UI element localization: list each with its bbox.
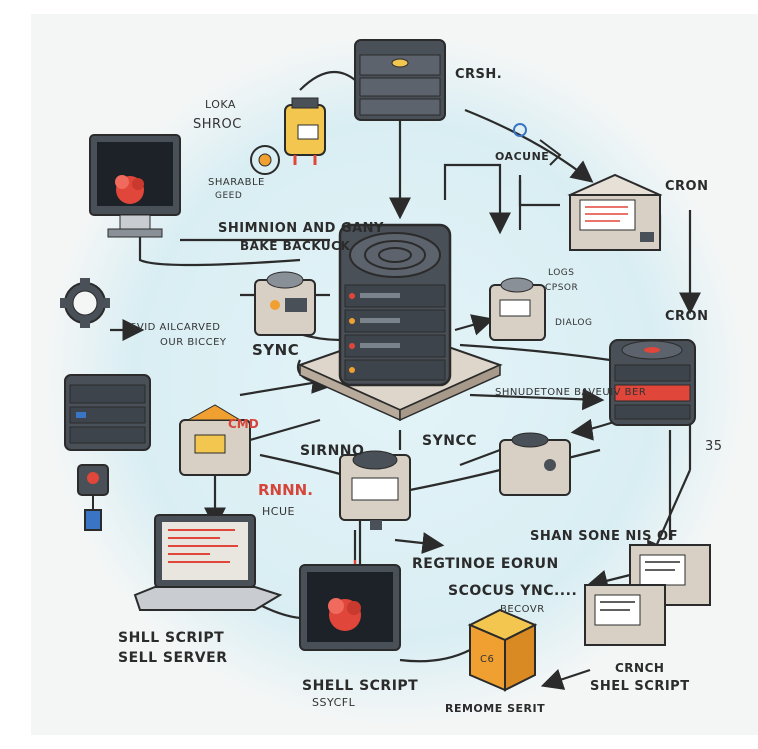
label-scocus: SCOCUS YNC.... (448, 583, 577, 599)
label-rnnn: RNNN. (258, 481, 313, 499)
label-remome-serit: REMOME SERIT (445, 702, 545, 715)
box-tag: C6 (480, 654, 494, 665)
top-server-icon (354, 39, 446, 121)
label-regtinoe: REGTINOE EORUN (412, 556, 559, 572)
label-ssycfl: SSYCFL (312, 696, 356, 709)
lock-icon (77, 464, 109, 531)
label-shroc: SHROC (193, 117, 242, 132)
right-server-icon (609, 339, 696, 426)
label-shell-script-mid: SHELL SCRIPT (302, 678, 418, 694)
sync-device-icon-right (489, 277, 546, 341)
label-hcue: HCUE (262, 505, 295, 518)
label-becovr: BECOVR (500, 604, 545, 615)
cron-device-icon (567, 173, 663, 251)
label-sirnno: SIRNNO (300, 443, 364, 459)
label-number-35: 35 (705, 439, 723, 454)
cog-icon-left (60, 278, 110, 328)
label-sync-left: SYNC (252, 341, 299, 359)
label-shel-script-right: SHEL SCRIPT (590, 679, 690, 694)
label-oacune: OACUNE (495, 150, 549, 163)
cmd-device-icon (179, 404, 251, 476)
label-logs: LOGS (548, 268, 574, 278)
storage-device-icon (284, 97, 326, 165)
label-crsh: CRSH. (455, 67, 502, 82)
label-loka: LOKA (205, 98, 236, 111)
laptop-icon (133, 514, 283, 611)
central-server-stack-icon (297, 223, 503, 422)
gear-icon (250, 145, 280, 175)
label-svid: SVID AILCARVED (130, 322, 220, 333)
label-shnudetone: SHNUDETONE BAVEUIV BER (495, 387, 646, 398)
label-cpsor: CPSOR (545, 283, 578, 293)
label-cron-top: CRON (665, 179, 708, 194)
left-server-icon (64, 374, 151, 451)
label-bake-backuck: BAKE BACKUCK (240, 239, 350, 253)
label-dialog: DIALOG (555, 318, 593, 328)
package-box-icon: C6 (467, 608, 538, 692)
label-geed: GEED (215, 191, 242, 201)
printer-stack-icon (584, 544, 711, 646)
key-icon (513, 123, 562, 166)
diagram-labels: CRSH. LOKA SHROC CRON CRON 35 SHARABLE G… (118, 67, 723, 715)
label-our-biccey: OUR BICCEY (160, 337, 227, 348)
label-syncc: SYNCC (422, 433, 477, 449)
label-cmd: CMD (228, 417, 259, 431)
label-crnch: CRNCH (615, 661, 664, 675)
label-shimnion: SHIMNION AND GANY (218, 221, 384, 236)
monitor-icon-top-left (89, 134, 181, 238)
label-shareable: SHARABLE (208, 177, 265, 188)
label-cron-mid: CRON (665, 309, 708, 324)
sync-device-icon-east (499, 432, 571, 496)
label-shell-script-left: SHLL SCRIPT (118, 630, 224, 646)
label-sell-server: SELL SERVER (118, 650, 227, 666)
sync-device-icon-center (339, 450, 411, 530)
label-shan-sone: SHAN SONE NIS OF (530, 529, 678, 544)
monitor-icon-bottom (299, 564, 401, 651)
sync-device-icon-left (254, 271, 316, 336)
